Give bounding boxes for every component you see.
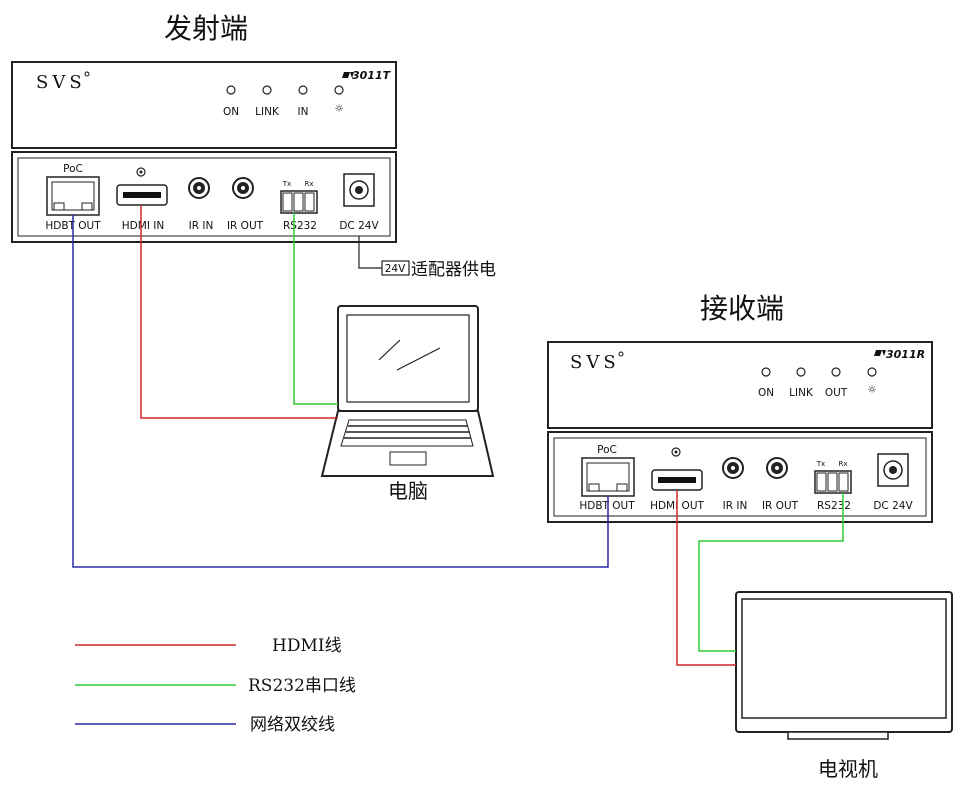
screw-icon bbox=[136, 167, 146, 177]
tx-hdmi-port-icon bbox=[116, 184, 168, 206]
legend: HDMI线 RS232串口线 网络双绞线 bbox=[75, 636, 356, 735]
tx-tx-label: Tx bbox=[282, 180, 291, 188]
rx-led-label-link: LINK bbox=[789, 387, 814, 399]
tx-rs232-terminal-icon bbox=[280, 190, 318, 214]
rs232-cable-rx bbox=[698, 493, 844, 652]
transmitter-brand: SVS bbox=[36, 72, 86, 93]
led-label-in: IN bbox=[298, 106, 309, 118]
led-label-link: LINK bbox=[255, 106, 280, 118]
adapter-badge: 24V bbox=[385, 263, 406, 275]
hdmi-cable-rx bbox=[676, 490, 736, 666]
tx-poc-label: PoC bbox=[63, 163, 83, 175]
tx-dc-label: DC 24V bbox=[339, 220, 379, 232]
hdmi-cable-tx bbox=[140, 205, 338, 419]
ir-sun-icon: ☼ bbox=[867, 384, 876, 396]
logo-icon bbox=[874, 350, 886, 356]
rx-poc-label: PoC bbox=[597, 444, 617, 456]
screw-icon bbox=[671, 447, 681, 457]
tx-rj45-port-icon bbox=[46, 176, 100, 216]
registered-mark-icon bbox=[618, 351, 624, 357]
rx-rj45-port-icon bbox=[581, 457, 635, 497]
rx-led-label-on: ON bbox=[758, 387, 774, 399]
rx-led-ir bbox=[867, 367, 877, 377]
tx-ir-out-label: IR OUT bbox=[227, 220, 264, 232]
network-cable bbox=[72, 215, 609, 568]
tx-rx-label: Rx bbox=[304, 180, 313, 188]
transmitter-title: 发射端 bbox=[164, 12, 248, 45]
tx-ir-in-label: IR IN bbox=[189, 220, 214, 232]
rx-ir-out-label: IR OUT bbox=[762, 500, 799, 512]
logo-icon bbox=[342, 72, 354, 78]
rx-dc-label: DC 24V bbox=[873, 500, 913, 512]
rs232-cable-tx bbox=[293, 213, 338, 405]
adapter-label: 适配器供电 bbox=[411, 260, 496, 280]
legend-label-hdmi: HDMI线 bbox=[272, 636, 342, 656]
transmitter-front-panel: SVS 3011T ON LINK IN ☼ bbox=[11, 61, 397, 149]
power-cable bbox=[358, 236, 382, 269]
ir-sun-icon: ☼ bbox=[334, 103, 343, 115]
receiver-title: 接收端 bbox=[700, 292, 784, 325]
tx-rs232-label: RS232 bbox=[283, 220, 317, 232]
rx-led-label-out: OUT bbox=[825, 387, 848, 399]
rx-rs232-label: RS232 bbox=[817, 500, 851, 512]
tx-ir-in-jack-icon bbox=[188, 177, 210, 199]
computer-label: 电脑 bbox=[388, 479, 428, 503]
led-ir bbox=[334, 85, 344, 95]
adapter-badge-box bbox=[381, 260, 410, 276]
tv-label: 电视机 bbox=[818, 757, 878, 781]
rx-dc-jack-icon bbox=[877, 453, 909, 487]
rx-rx-label: Rx bbox=[838, 460, 847, 468]
led-link bbox=[262, 85, 272, 95]
rx-hdmi-port-icon bbox=[651, 469, 703, 491]
screw-center bbox=[139, 170, 143, 174]
transmitter-model: 3011T bbox=[352, 69, 392, 82]
rx-ir-out-jack-icon bbox=[766, 457, 788, 479]
rx-tx-label: Tx bbox=[816, 460, 825, 468]
legend-label-rs232: RS232串口线 bbox=[248, 676, 356, 696]
led-label-on: ON bbox=[223, 106, 239, 118]
laptop-icon bbox=[320, 305, 495, 477]
tx-dc-jack-icon bbox=[343, 173, 375, 207]
receiver-back-panel: PoC HDBT OUT HDMI OUT IR IN IR OUT Tx Rx bbox=[547, 431, 933, 523]
transmitter-back-panel: PoC HDBT OUT HDMI IN IR IN IR OUT bbox=[11, 151, 397, 243]
tx-hdmi-label: HDMI IN bbox=[122, 220, 164, 232]
screw-center bbox=[674, 450, 678, 454]
receiver-model: 3011R bbox=[886, 348, 925, 361]
led-on bbox=[226, 85, 236, 95]
rx-led-out bbox=[831, 367, 841, 377]
rx-rs232-terminal-icon bbox=[814, 470, 852, 494]
receiver-brand: SVS bbox=[570, 352, 620, 373]
tx-ir-out-jack-icon bbox=[232, 177, 254, 199]
legend-label-network: 网络双绞线 bbox=[250, 715, 335, 735]
registered-mark-icon bbox=[84, 71, 90, 77]
rx-led-on bbox=[761, 367, 771, 377]
rx-ir-in-jack-icon bbox=[722, 457, 744, 479]
rx-led-link bbox=[796, 367, 806, 377]
rx-ir-in-label: IR IN bbox=[723, 500, 748, 512]
led-in bbox=[298, 85, 308, 95]
receiver-front-panel: SVS 3011R ON LINK OUT ☼ bbox=[547, 341, 933, 429]
tv-icon bbox=[735, 591, 953, 740]
